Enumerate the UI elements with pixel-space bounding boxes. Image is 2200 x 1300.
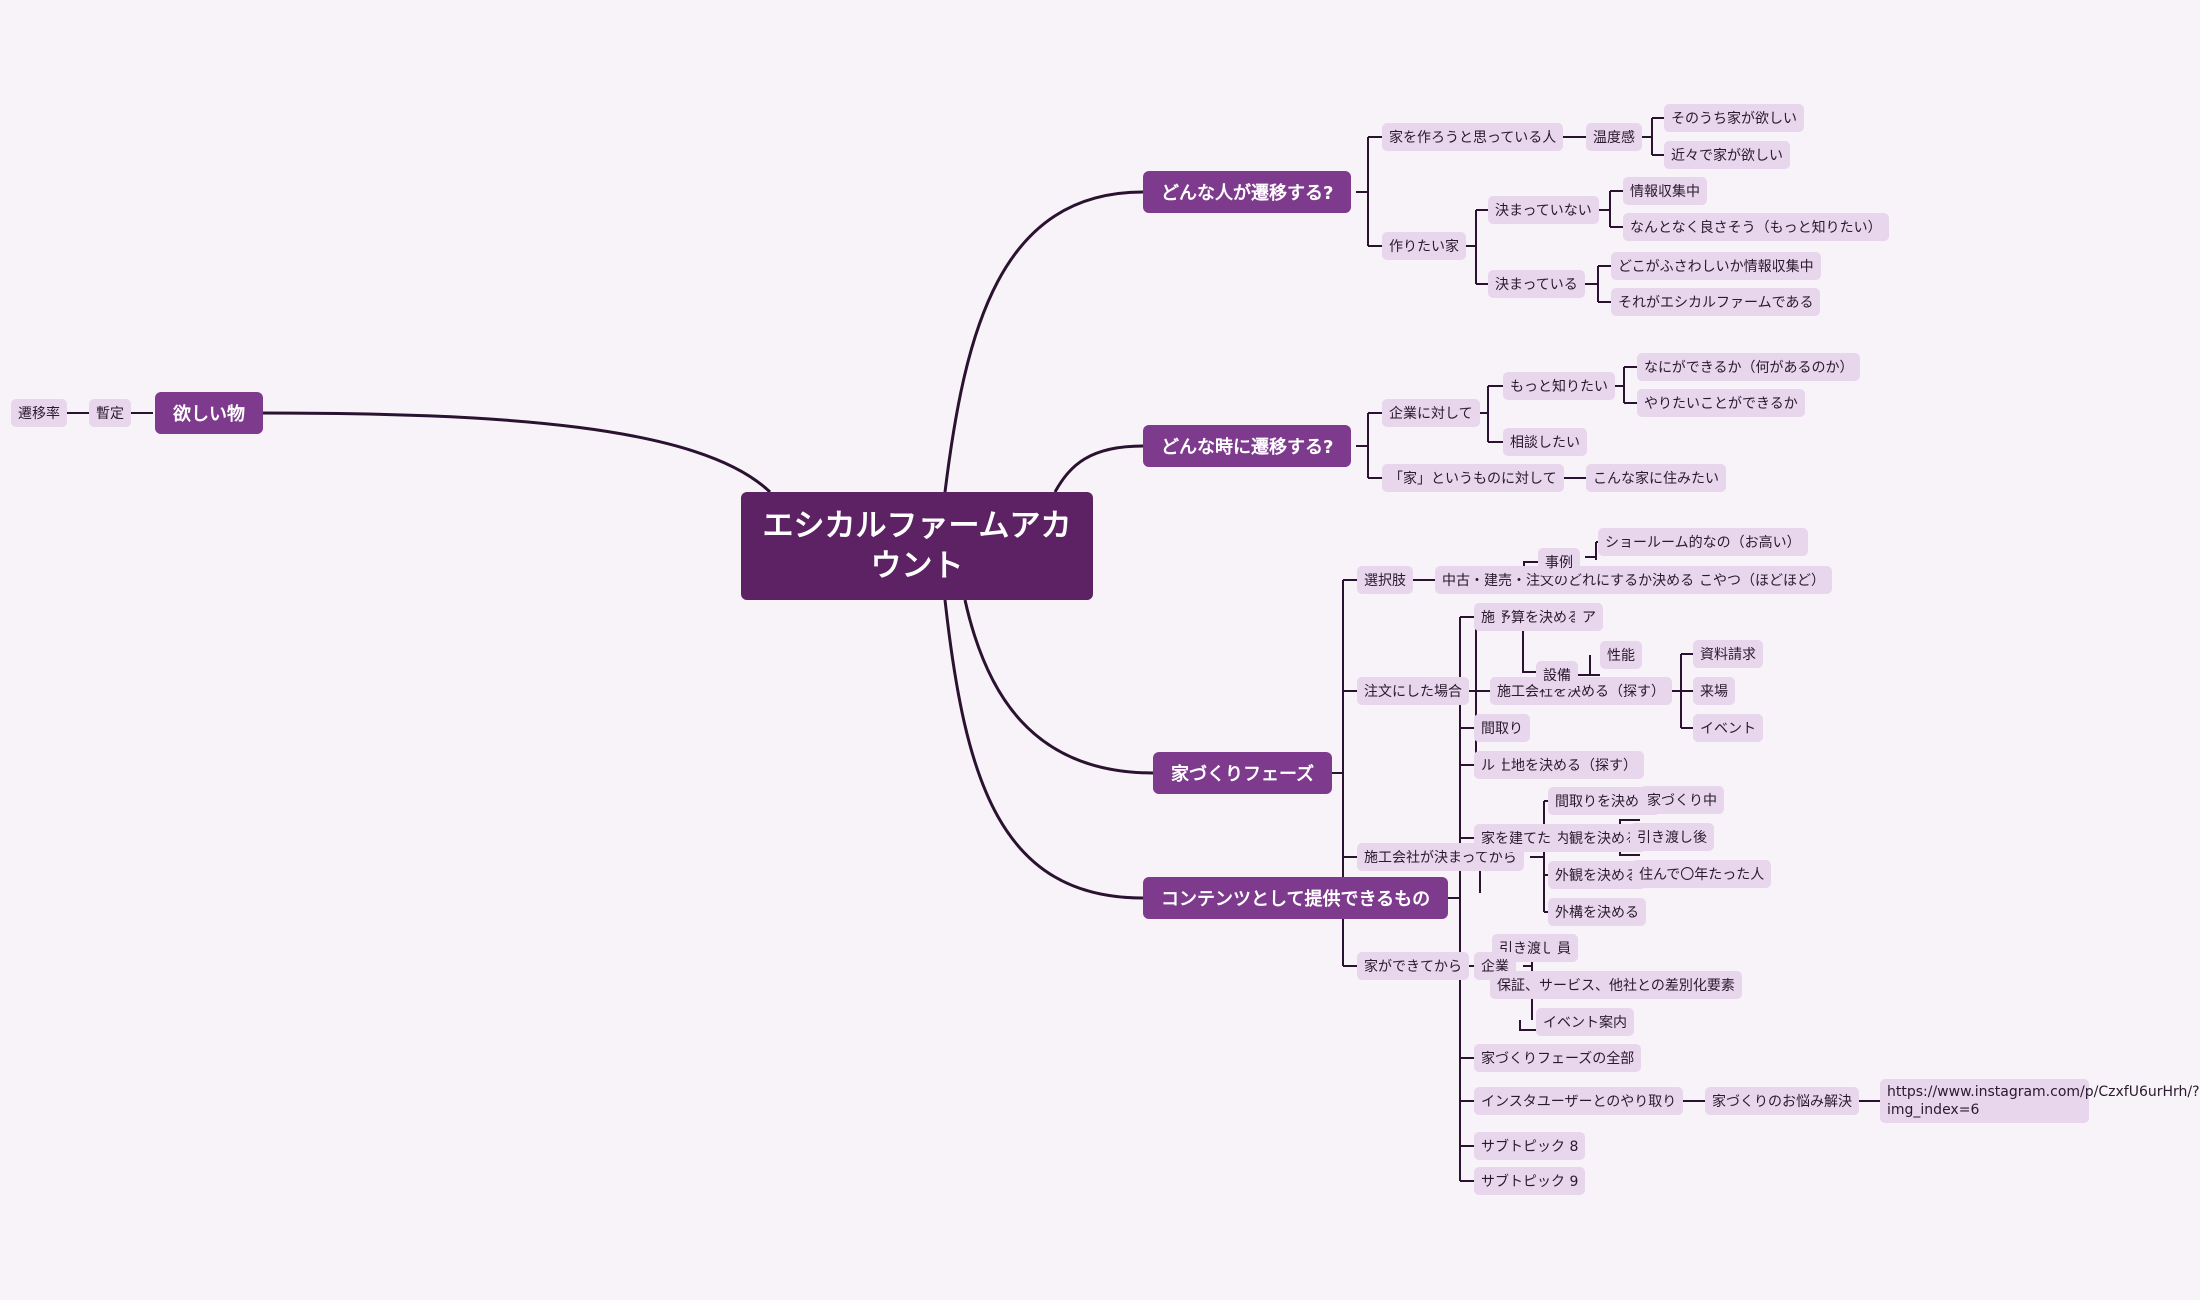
subtopic-want-to-know-more[interactable]: もっと知りたい xyxy=(1503,372,1615,400)
subtopic-toward-home[interactable]: 「家」というものに対して xyxy=(1382,464,1564,492)
subtopic-staff[interactable]: 員 xyxy=(1550,934,1578,962)
subtopic-construction[interactable]: 施 xyxy=(1474,603,1502,631)
subtopic-custom-order[interactable]: 注文にした場合 xyxy=(1357,677,1469,705)
subtopic-performance[interactable]: 性能 xyxy=(1600,641,1642,669)
subtopic-decided[interactable]: 決まっている xyxy=(1488,270,1585,298)
subtopic-undecided[interactable]: 決まっていない xyxy=(1488,196,1599,224)
subtopic-desired-home[interactable]: 作りたい家 xyxy=(1382,232,1466,260)
subtopic-choose-land[interactable]: 土地を決める（探す） xyxy=(1490,751,1644,779)
topic-content-offerable[interactable]: コンテンツとして提供できるもの xyxy=(1143,877,1449,919)
subtopic-want-consult[interactable]: 相談したい xyxy=(1503,428,1587,456)
central-topic[interactable]: エシカルファームアカウント xyxy=(741,492,1093,600)
subtopic-ru[interactable]: ル xyxy=(1474,751,1502,779)
subtopic-decide-interior[interactable]: 内観を決める xyxy=(1548,824,1646,852)
subtopic-people-building-home[interactable]: 家を作ろうと思っている人 xyxy=(1382,123,1564,151)
subtopic-instagram-interaction[interactable]: インスタユーザーとのやり取り xyxy=(1474,1087,1684,1115)
subtopic-gathering-info[interactable]: 情報収集中 xyxy=(1623,177,1707,205)
subtopic-want-home-someday[interactable]: そのうち家が欲しい xyxy=(1664,104,1804,132)
subtopic-provisional[interactable]: 暫定 xyxy=(89,399,131,427)
topic-left-wants[interactable]: 欲しい物 xyxy=(155,392,263,434)
subtopic-want-live-in[interactable]: こんな家に住みたい xyxy=(1586,464,1726,492)
topic-who-transitions[interactable]: どんな人が遷移する? xyxy=(1143,171,1352,213)
subtopic-8[interactable]: サブトピック 8 xyxy=(1474,1132,1586,1160)
instagram-link[interactable]: https://www.instagram.com/p/CzxfU6urHrh/… xyxy=(1880,1079,2200,1123)
subtopic-temperature[interactable]: 温度感 xyxy=(1586,123,1642,151)
subtopic-floor-plan[interactable]: 間取り xyxy=(1474,714,1530,742)
subtopic-decide-landscaping[interactable]: 外構を決める xyxy=(1548,898,1646,926)
subtopic-what-can-do[interactable]: なにができるか（何があるのか） xyxy=(1637,353,1861,381)
subtopic-seems-good[interactable]: なんとなく良さそう（もっと知りたい） xyxy=(1623,213,1889,241)
subtopic-options[interactable]: 選択肢 xyxy=(1357,566,1413,594)
subtopic-9[interactable]: サブトピック 9 xyxy=(1474,1167,1586,1195)
subtopic-lived-years[interactable]: 住んで〇年たった人 xyxy=(1632,860,1772,888)
subtopic-all-phases[interactable]: 家づくりフェーズの全部 xyxy=(1474,1044,1642,1072)
mind-map-canvas: エシカルファームアカウント 欲しい物 暫定 遷移率 どんな人が遷移する? 家を作… xyxy=(11,104,2200,1195)
subtopic-homebuilding-worries[interactable]: 家づくりのお悩み解決 xyxy=(1705,1087,1859,1115)
subtopic-warranty-service[interactable]: 保証、サービス、他社との差別化要素 xyxy=(1490,971,1742,999)
subtopic-decide-exterior[interactable]: 外観を決める xyxy=(1548,861,1646,889)
subtopic-toward-company[interactable]: 企業に対して xyxy=(1382,399,1480,427)
subtopic-can-do-what-want[interactable]: やりたいことができるか xyxy=(1637,389,1805,417)
subtopic-a[interactable]: ア xyxy=(1575,603,1603,631)
subtopic-this-one[interactable]: こやつ（ほどほど） xyxy=(1692,566,1832,594)
subtopic-examples[interactable]: 事例 xyxy=(1538,548,1580,576)
subtopic-it-is-ethical-farm[interactable]: それがエシカルファームである xyxy=(1611,288,1821,316)
subtopic-event-guide[interactable]: イベント案内 xyxy=(1536,1008,1634,1036)
subtopic-event[interactable]: イベント xyxy=(1693,714,1763,742)
subtopic-equipment[interactable]: 設備 xyxy=(1536,661,1578,689)
topic-when-transitions[interactable]: どんな時に遷移する? xyxy=(1143,425,1352,467)
subtopic-transition-rate[interactable]: 遷移率 xyxy=(11,399,67,427)
subtopic-built-home[interactable]: 家を建てた xyxy=(1474,824,1558,852)
subtopic-visit[interactable]: 来場 xyxy=(1693,677,1735,705)
subtopic-choose-type[interactable]: 中古・建売・注文のどれにするか決める xyxy=(1435,566,1702,594)
subtopic-during-build[interactable]: 家づくり中 xyxy=(1640,786,1724,814)
subtopic-set-budget[interactable]: 予算を決める xyxy=(1490,603,1588,631)
subtopic-where-suitable[interactable]: どこがふさわしいか情報収集中 xyxy=(1611,252,1821,280)
subtopic-after-handover[interactable]: 引き渡し後 xyxy=(1630,823,1714,851)
subtopic-after-completion[interactable]: 家ができてから xyxy=(1357,952,1469,980)
topic-homebuilding-phase[interactable]: 家づくりフェーズ xyxy=(1153,752,1333,794)
subtopic-request-materials[interactable]: 資料請求 xyxy=(1693,640,1763,668)
subtopic-showroom[interactable]: ショールーム的なの（お高い） xyxy=(1598,528,1808,556)
subtopic-choose-builder[interactable]: 施工会社を決める（探す） xyxy=(1490,677,1672,705)
subtopic-want-home-soon[interactable]: 近々で家が欲しい xyxy=(1664,141,1790,169)
